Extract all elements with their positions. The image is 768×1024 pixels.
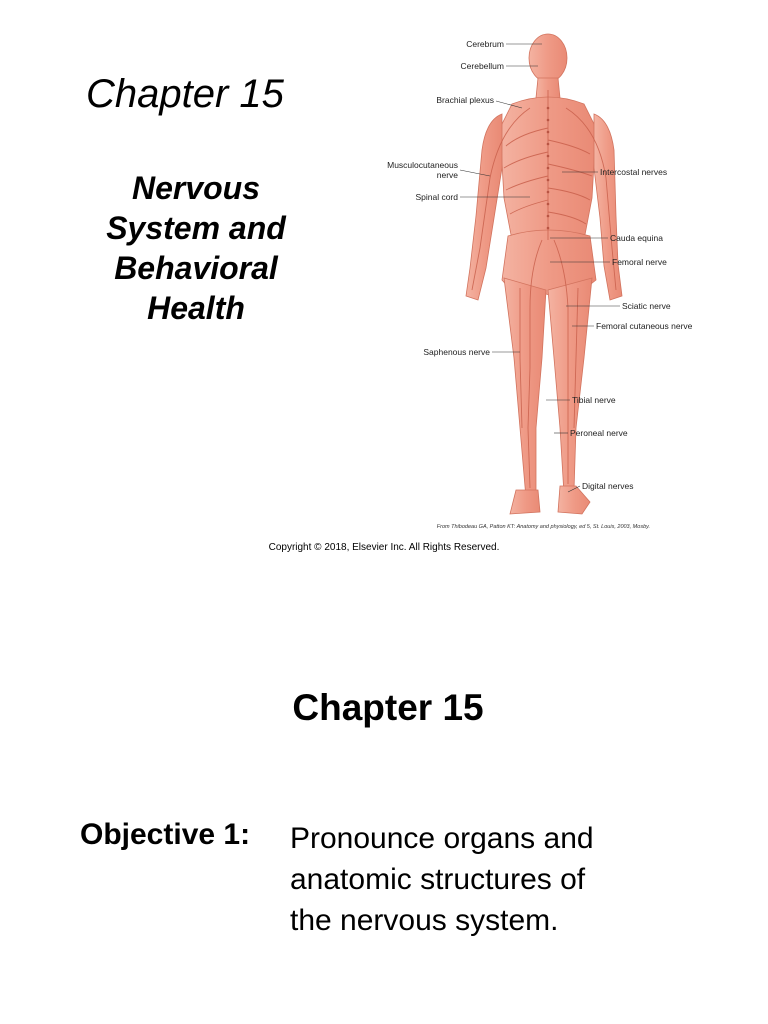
label-cauda-equina: Cauda equina <box>610 233 663 243</box>
slide-1: Chapter 15 Nervous System and Behavioral… <box>70 28 710 553</box>
slide-1-heading: Chapter 15 <box>86 72 284 116</box>
source-suffix: , ed 5, St. Louis, 2003, Mosby. <box>576 524 650 530</box>
label-peroneal-nerve: Peroneal nerve <box>570 428 628 438</box>
label-sciatic-nerve: Sciatic nerve <box>622 301 671 311</box>
leader-lines <box>459 43 620 493</box>
label-intercostal-nerves: Intercostal nerves <box>600 167 667 177</box>
slide-2: Chapter 15 Objective 1: Pronounce organs… <box>0 580 768 1024</box>
copyright-notice: Copyright © 2018, Elsevier Inc. All Righ… <box>268 542 500 553</box>
nerve-network <box>471 90 617 489</box>
source-prefix: From Thibodeau GA, Patton KT: <box>437 524 517 530</box>
subheading-line: Nervous <box>131 170 261 206</box>
label-cerebrum: Cerebrum <box>466 39 504 49</box>
subheading-line: Behavioral <box>114 250 278 286</box>
subheading-line: Health <box>147 290 245 326</box>
label-brachial-plexus: Brachial plexus <box>436 95 494 105</box>
objective-text: Pronounce organs and anatomic structures… <box>290 818 710 941</box>
label-musculocutaneous-nerve: Musculocutaneous <box>387 160 458 170</box>
objective-line: Pronounce organs and <box>290 822 594 855</box>
source-title: Anatomy and physiology <box>516 524 578 530</box>
label-spinal-cord: Spinal cord <box>415 192 458 202</box>
label-cerebellum: Cerebellum <box>461 61 504 71</box>
label-femoral-cutaneous-nerve: Femoral cutaneous nerve <box>596 321 693 331</box>
slide-1-subheading: Nervous System and Behavioral Health <box>70 168 322 328</box>
objective-line: the nervous system. <box>290 904 559 937</box>
spine-dots <box>546 106 550 230</box>
label-saphenous-nerve: Saphenous nerve <box>423 347 490 357</box>
label-musculocutaneous-nerve-2: nerve <box>437 170 459 180</box>
objective-label: Objective 1: <box>80 818 251 851</box>
figure-source-credit: From Thibodeau GA, Patton KT: Anatomy an… <box>437 524 650 530</box>
subheading-line: System and <box>106 210 286 246</box>
label-digital-nerves: Digital nerves <box>582 481 634 491</box>
label-tibial-nerve: Tibial nerve <box>572 395 616 405</box>
slide-2-heading: Chapter 15 <box>292 687 484 728</box>
objective-line: anatomic structures of <box>290 863 586 896</box>
body-silhouette <box>465 33 623 515</box>
label-femoral-nerve: Femoral nerve <box>612 257 667 267</box>
nervous-system-illustration: Cerebrum Cerebellum Brachial plexus Musc… <box>370 28 710 534</box>
